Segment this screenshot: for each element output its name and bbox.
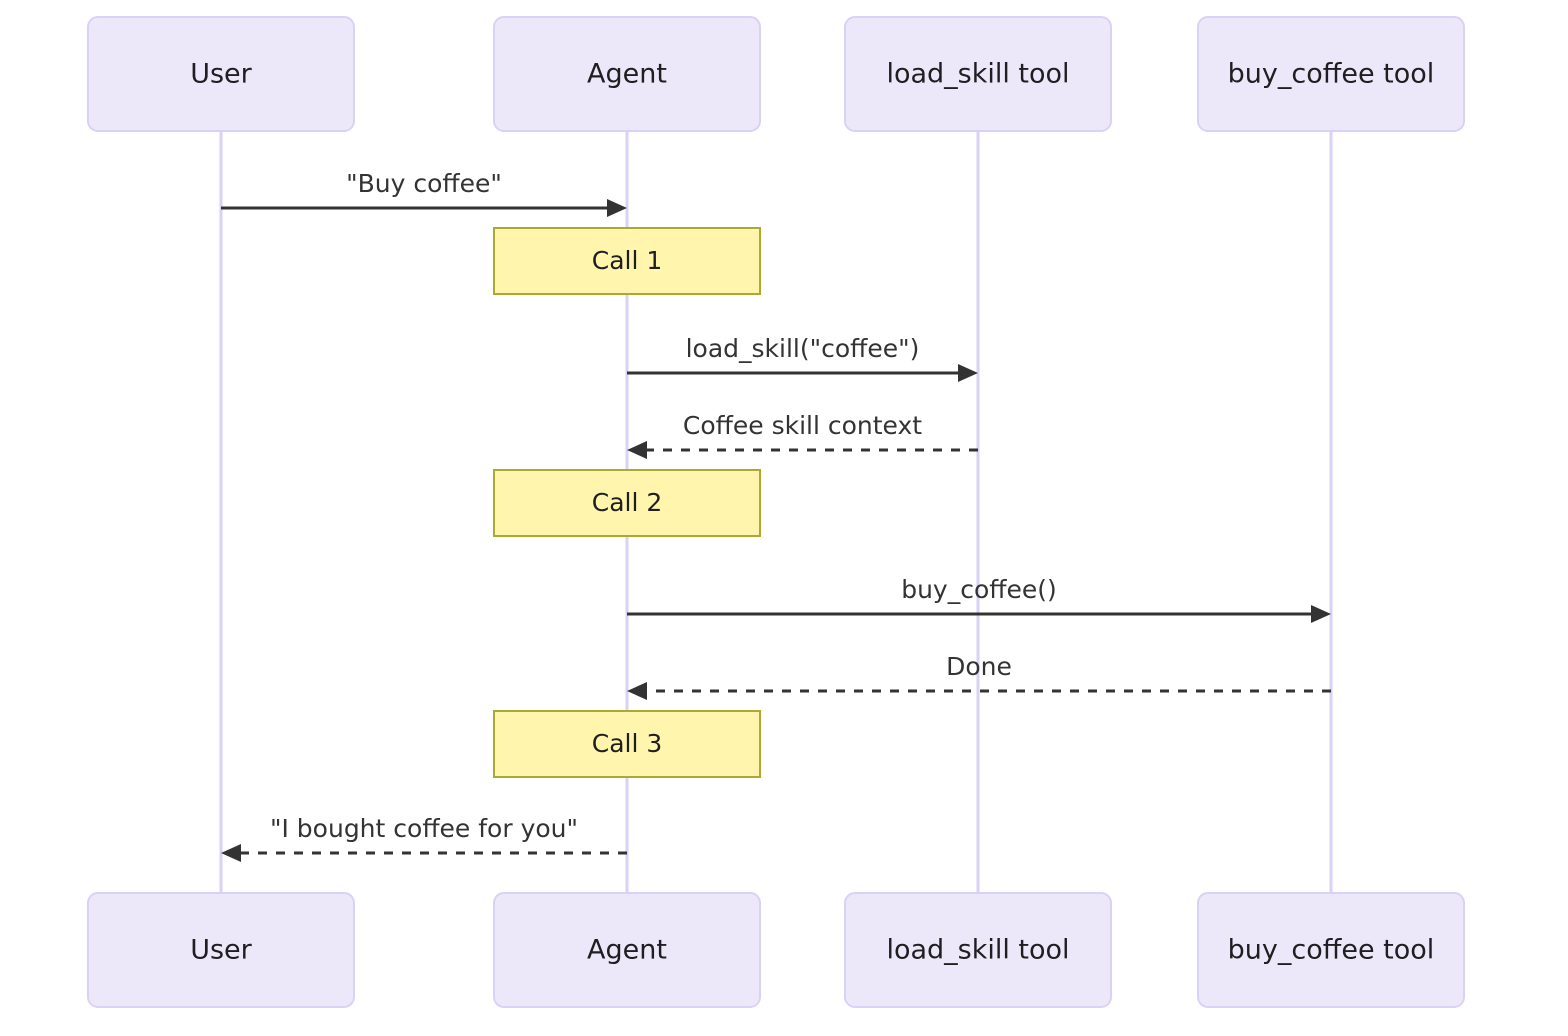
participant-buy_coffee-bottom[interactable]: buy_coffee tool: [1197, 892, 1465, 1008]
participant-load_skill-bottom[interactable]: load_skill tool: [844, 892, 1112, 1008]
note-n3[interactable]: Call 3: [493, 710, 761, 778]
note-n2[interactable]: Call 2: [493, 469, 761, 537]
participant-box-rect: [87, 892, 355, 1008]
participant-label: load_skill tool: [886, 935, 1069, 966]
participant-label: buy_coffee tool: [1228, 935, 1435, 966]
message-m1[interactable]: "Buy coffee": [221, 169, 627, 217]
arrowhead-icon: [627, 441, 647, 459]
participant-buy_coffee-top[interactable]: buy_coffee tool: [1197, 16, 1465, 132]
note-label: Call 1: [592, 246, 663, 275]
participant-box-rect: [493, 16, 761, 132]
message-label: buy_coffee(): [901, 575, 1057, 604]
participant-label: User: [190, 935, 252, 966]
message-label: load_skill("coffee"): [686, 334, 920, 363]
participant-load_skill-top[interactable]: load_skill tool: [844, 16, 1112, 132]
participant-box-rect: [1197, 16, 1465, 132]
note-label: Call 2: [592, 488, 663, 517]
participant-user-top[interactable]: User: [87, 16, 355, 132]
note-rect: [493, 469, 761, 537]
participant-box-rect: [493, 892, 761, 1008]
participant-label: Agent: [587, 935, 667, 966]
notes-layer: Call 1 Call 2 Call 3: [493, 227, 761, 778]
participant-label: buy_coffee tool: [1228, 59, 1435, 90]
note-rect: [493, 227, 761, 295]
arrowhead-icon: [627, 682, 647, 700]
participant-box-rect: [87, 16, 355, 132]
note-label: Call 3: [592, 729, 663, 758]
note-n1[interactable]: Call 1: [493, 227, 761, 295]
message-label: Done: [946, 652, 1012, 681]
messages-layer: "Buy coffee" load_skill("coffee") Coffee s…: [221, 169, 1331, 862]
participant-box-rect: [1197, 892, 1465, 1008]
note-rect: [493, 710, 761, 778]
arrowhead-icon: [607, 199, 627, 217]
arrowhead-icon: [958, 364, 978, 382]
message-label: Coffee skill context: [683, 411, 922, 440]
participant-box-rect: [844, 892, 1112, 1008]
message-m3[interactable]: Coffee skill context: [627, 411, 978, 459]
participant-label: load_skill tool: [886, 59, 1069, 90]
arrowhead-icon: [221, 844, 241, 862]
lifelines-layer: [219, 131, 1333, 893]
message-m5[interactable]: Done: [627, 652, 1331, 700]
message-m2[interactable]: load_skill("coffee"): [627, 334, 978, 382]
participant-agent-top[interactable]: Agent: [493, 16, 761, 132]
participant-label: User: [190, 59, 252, 90]
participant-label: Agent: [587, 59, 667, 90]
message-m4[interactable]: buy_coffee(): [627, 575, 1331, 623]
participant-user-bottom[interactable]: User: [87, 892, 355, 1008]
arrowhead-icon: [1311, 605, 1331, 623]
message-label: "I bought coffee for you": [270, 814, 578, 843]
message-m6[interactable]: "I bought coffee for you": [221, 814, 627, 862]
participant-agent-bottom[interactable]: Agent: [493, 892, 761, 1008]
participant-box-rect: [844, 16, 1112, 132]
message-label: "Buy coffee": [346, 169, 502, 198]
